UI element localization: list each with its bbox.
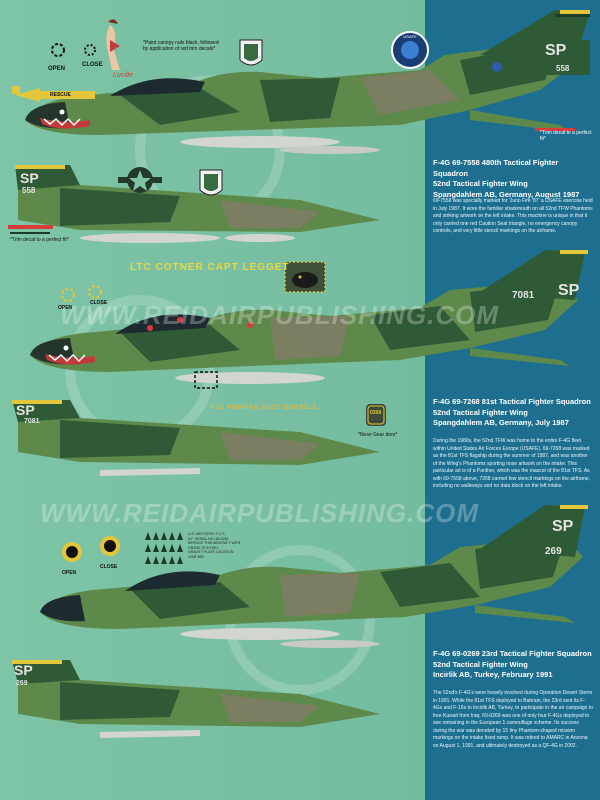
- caption-1-line-3: Spangdahlem AB, Germany, August 1987: [433, 189, 580, 199]
- caption-1-line-2: 52nd Tactical Fighter Wing: [433, 179, 528, 188]
- close-label-1: CLOSE: [82, 62, 103, 68]
- usafe-emblem: USAFE: [391, 31, 429, 69]
- rescue-arrow: [12, 86, 95, 102]
- tail-code-2: SP: [558, 282, 580, 299]
- caption-3-line-3: Incirlik AB, Turkey, February 1991: [433, 670, 553, 679]
- tail-serial-1b: 558: [22, 186, 36, 195]
- close-label-3: CLOSE: [100, 564, 118, 570]
- open-label-1: OPEN: [48, 66, 66, 72]
- tail-serial-2b: 7081: [24, 418, 40, 425]
- tail-code-2b: SP: [16, 402, 35, 418]
- note-canopy: *Paint canopy rails black, followed by a…: [143, 40, 219, 52]
- caption-2-line-3: Spangdahlem AB, Germany, July 1987: [433, 418, 569, 427]
- caption-1-line-1: F-4G 69-7558 480th Tactical Fighter Squa…: [433, 158, 559, 178]
- canopy-markings-2: [61, 285, 102, 302]
- nose-gear-door: [366, 404, 386, 426]
- open-label-2: OPEN: [58, 305, 73, 311]
- tail-serial-3: 269: [545, 546, 562, 557]
- aircraft-1-side-view: [25, 10, 590, 154]
- open-label-3: OPEN: [62, 570, 77, 576]
- tail-code-3: SP: [552, 518, 574, 535]
- watermark-text-2: WWW.REIDAIRPUBLISHING.COM: [40, 498, 480, 528]
- tail-code-badge-1: [535, 40, 590, 75]
- caption-3: F-4G 69-0269 23rd Tactical Fighter Squad…: [433, 649, 593, 681]
- canopy-markings-3: [62, 536, 120, 562]
- svg-text:USAFE: USAFE: [403, 34, 417, 39]
- caption-3-line-1: F-4G 69-0269 23rd Tactical Fighter Squad…: [433, 649, 592, 658]
- note-trim-1: *Trim decal to a perfect fit*: [540, 130, 592, 142]
- note-trim-2: *Trim decal to a perfect fit*: [10, 237, 69, 243]
- caption-3-line-2: 52nd Tactical Fighter Wing: [433, 659, 528, 669]
- crew-names-ground: A1C NORMAN SSGT BURRELL: [210, 404, 318, 411]
- mission-markings: [145, 532, 183, 564]
- caption-2-line-1: F-4G 69-7268 81st Tactical Fighter Squad…: [433, 397, 591, 406]
- wing-crest-1: [239, 39, 263, 66]
- tail-code-1: SP: [545, 42, 567, 59]
- tail-code-3b: SP: [14, 662, 33, 678]
- description-2: During the 1980s, the 52nd TFW was home …: [433, 438, 591, 489]
- note-nose-gear: *Nose Gear door*: [358, 432, 398, 438]
- nose-art-figure: [106, 19, 120, 70]
- aircraft-1-upper-view: [15, 165, 380, 243]
- caption-1: F-4G 69-7558 480th Tactical Fighter Squa…: [433, 158, 593, 200]
- tail-serial-2: 7081: [512, 290, 535, 301]
- trim-decal-dark: [10, 232, 50, 234]
- nose-gear-number: 0268: [370, 410, 382, 416]
- crew-names-top: LTC COTNER CAPT LEGGET: [130, 262, 290, 273]
- caption-2-line-2: 52nd Tactical Fighter Wing: [433, 407, 528, 417]
- rescue-label: RESCUE: [50, 92, 71, 98]
- squadron-badge-1: [492, 62, 502, 72]
- tail-code-1b: SP: [20, 170, 39, 186]
- tail-serial-1: 558: [556, 64, 570, 73]
- close-label-2: CLOSE: [90, 300, 108, 306]
- panther-art: [284, 261, 326, 293]
- caption-2: F-4G 69-7268 81st Tactical Fighter Squad…: [433, 397, 593, 429]
- wing-crest-2: [199, 169, 223, 196]
- sidebar-panel: [425, 0, 600, 800]
- description-3: The 52nd's F-4G's were heavily involved …: [433, 690, 593, 749]
- aircraft-3-side-view: [40, 505, 588, 648]
- trim-decal-red: [8, 225, 53, 229]
- red-markers-2: [147, 317, 253, 331]
- noseart-script: Lucille: [113, 72, 133, 79]
- canopy-markings-1: [51, 43, 96, 57]
- data-block-stencil: U.S. AIR FORCE F-4 G A.F. SERIAL NO. 69-…: [188, 532, 241, 559]
- national-insignia: [118, 167, 162, 193]
- aircraft-3-upper-view: [12, 660, 380, 738]
- description-1: 69-7558 was specially marked for 'Juno F…: [433, 198, 593, 234]
- watermark-text-1: WWW.REIDAIRPUBLISHING.COM: [60, 300, 500, 330]
- tail-serial-3b: 269: [16, 680, 28, 687]
- aircraft-2-upper-view: [12, 400, 380, 476]
- aircraft-2-side-view: [30, 250, 588, 389]
